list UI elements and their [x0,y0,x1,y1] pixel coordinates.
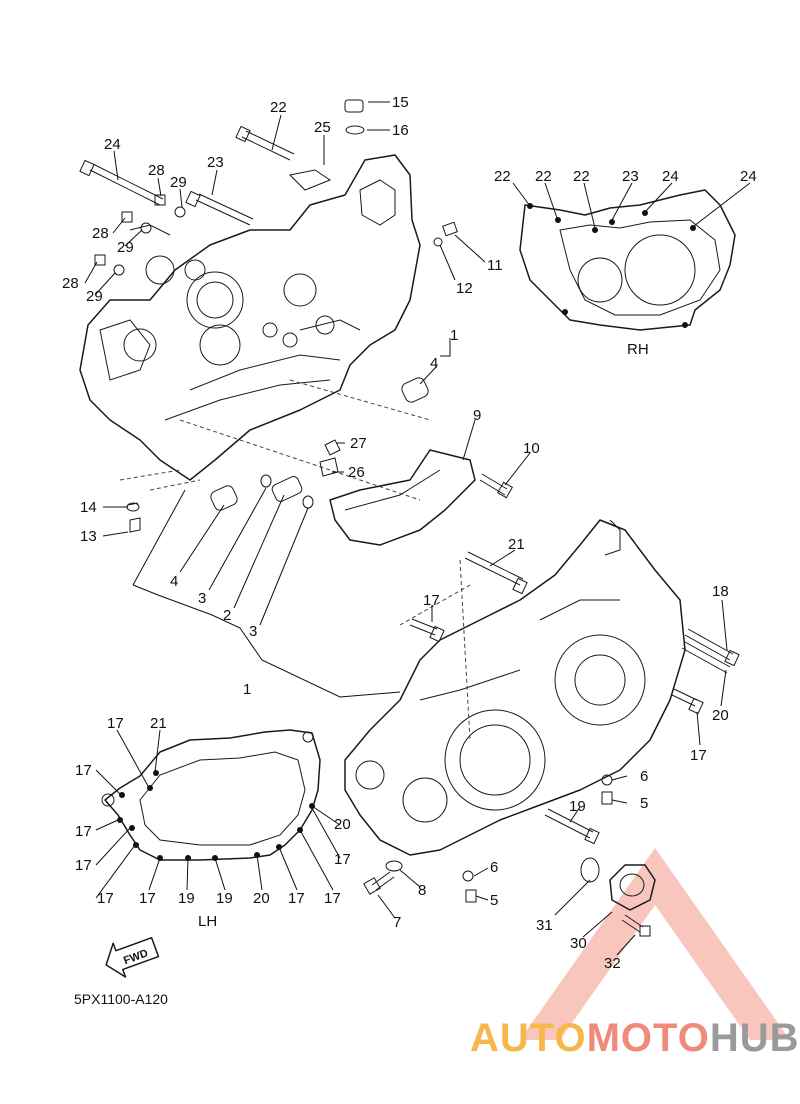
rh-callout-23: 23 [622,168,639,185]
fwd-arrow: FWD [105,936,160,978]
callout-1: 1 [243,681,251,698]
rh-callout-22: 22 [535,168,552,185]
callout-1: 1 [450,327,458,344]
left-crankcase-half [344,519,686,856]
callout-5: 5 [640,795,648,812]
callout-19: 19 [569,798,586,815]
callout-22: 22 [270,99,287,116]
watermark-logo: AUTOMOTOHUB [470,1016,800,1061]
watermark-part-moto: MOTO [586,1016,710,1060]
dowels-and-orings [126,377,429,533]
callout-6: 6 [490,859,498,876]
callout-30: 30 [570,935,587,952]
lh-callout-17: 17 [334,851,351,868]
callout-4: 4 [430,355,438,372]
callout-31: 31 [536,917,553,934]
watermark-part-auto: AUTO [470,1016,587,1060]
lh-callout-17: 17 [288,890,305,907]
lh-view-label: LH [198,913,217,930]
callout-3: 3 [249,623,257,640]
rh-gasket-view [519,189,736,331]
lh-callout-17: 17 [107,715,124,732]
callout-28: 28 [148,162,165,179]
callout-16: 16 [392,122,409,139]
rh-callout-24: 24 [740,168,757,185]
callout-14: 14 [80,499,97,516]
rh-callout-22: 22 [494,168,511,185]
callout-3: 3 [198,590,206,607]
lh-callout-21: 21 [150,715,167,732]
callout-11: 11 [487,257,503,274]
callout-24: 24 [104,136,121,153]
callout-8: 8 [418,882,426,899]
top-bolts [79,99,458,276]
lh-callout-17: 17 [75,762,92,779]
diagram-code: 5PX1100-A120 [74,991,168,1007]
lh-callout-19: 19 [216,890,233,907]
lh-callout-20: 20 [253,890,270,907]
rh-callout-24: 24 [662,168,679,185]
callout-12: 12 [456,280,473,297]
leader-lines [84,101,751,956]
callout-25: 25 [314,119,331,136]
callout-9: 9 [473,407,481,424]
lh-callout-17: 17 [75,857,92,874]
lh-callout-20: 20 [334,816,351,833]
callout-17: 17 [690,747,707,764]
callout-labels: 22 15 25 16 24 28 29 23 28 29 28 29 11 1… [62,94,757,972]
right-crankcase-half [79,154,431,501]
callout-4: 4 [170,573,178,590]
callout-28: 28 [92,225,109,242]
callout-32: 32 [604,955,621,972]
lh-callout-17: 17 [97,890,114,907]
lh-gasket-view [101,729,321,861]
lh-callout-17: 17 [139,890,156,907]
callout-29: 29 [86,288,103,305]
callout-28: 28 [62,275,79,292]
rh-view-label: RH [627,341,649,358]
rh-callout-22: 22 [573,168,590,185]
lh-callout-17: 17 [324,890,341,907]
callout-5: 5 [490,892,498,909]
callout-17: 17 [423,592,440,609]
callout-26: 26 [348,464,365,481]
callout-15: 15 [392,94,409,111]
callout-18: 18 [712,583,729,600]
callout-23: 23 [207,154,224,171]
watermark-triangle [520,848,790,1040]
callout-20: 20 [712,707,729,724]
callout-6: 6 [640,768,648,785]
lh-callout-19: 19 [178,890,195,907]
callout-29: 29 [117,239,134,256]
callout-21: 21 [508,536,525,553]
cover-and-oring [580,857,656,937]
callout-29: 29 [170,174,187,191]
watermark-part-hub: HUB [709,1016,800,1060]
callout-7: 7 [393,914,401,931]
callout-10: 10 [523,440,540,457]
callout-2: 2 [223,607,231,624]
lower-bolts [363,551,740,903]
lh-callout-17: 17 [75,823,92,840]
callout-27: 27 [350,435,367,452]
crankcase-guard [329,449,514,546]
callout-13: 13 [80,528,97,545]
